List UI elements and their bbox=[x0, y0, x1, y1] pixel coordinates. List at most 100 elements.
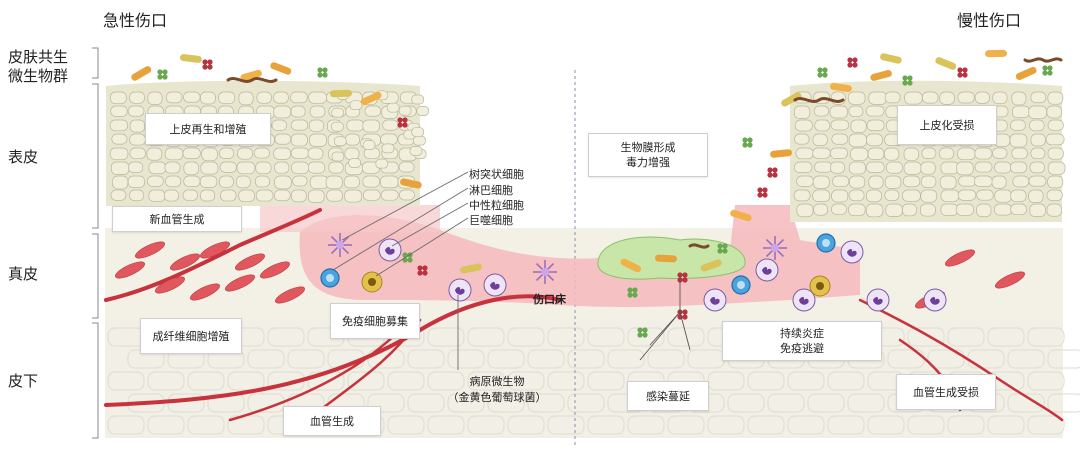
keratinocyte bbox=[325, 175, 343, 190]
fat-cell bbox=[447, 349, 485, 369]
keratinocyte bbox=[328, 161, 344, 174]
keratinocyte bbox=[398, 161, 415, 173]
annotation-line bbox=[341, 171, 469, 241]
fat-cell bbox=[587, 327, 625, 347]
keratinocyte bbox=[1011, 105, 1030, 119]
keratinocyte bbox=[109, 91, 127, 105]
rod-bacterium bbox=[654, 254, 677, 263]
keratinocyte bbox=[903, 161, 922, 175]
fat-cell bbox=[627, 415, 665, 435]
keratinocyte bbox=[813, 105, 830, 117]
epithelialization-impaired-box: 上皮化受损 bbox=[897, 105, 997, 145]
keratinocyte bbox=[254, 175, 271, 188]
fat-cell bbox=[987, 327, 1025, 347]
keratinocyte bbox=[848, 105, 864, 117]
keratinocyte bbox=[814, 119, 831, 132]
keratinocyte bbox=[273, 105, 292, 119]
keratinocyte bbox=[309, 175, 329, 189]
coccus bbox=[422, 270, 428, 276]
fat-cell bbox=[107, 415, 145, 435]
coccus bbox=[397, 117, 403, 123]
keratinocyte-loose bbox=[331, 107, 344, 118]
fat-cell bbox=[247, 349, 285, 369]
keratinocyte bbox=[866, 133, 883, 147]
keratinocyte bbox=[273, 91, 289, 104]
keratinocyte bbox=[219, 175, 234, 188]
keratinocyte bbox=[110, 189, 127, 201]
fat-cell bbox=[467, 327, 505, 347]
annotation-line bbox=[332, 187, 469, 271]
fat-cell bbox=[407, 393, 445, 413]
lymphocyte-nucleus bbox=[326, 274, 334, 282]
fat-cell bbox=[1047, 349, 1080, 369]
keratinocyte bbox=[290, 105, 306, 118]
keratinocyte bbox=[274, 161, 290, 174]
neutrophil-nucleus bbox=[385, 247, 395, 255]
coccus bbox=[677, 272, 683, 278]
keratinocyte bbox=[830, 119, 850, 131]
fibroblast bbox=[115, 261, 145, 279]
coccus bbox=[402, 252, 408, 258]
macrophage-nucleus bbox=[816, 282, 824, 290]
rod-bacterium bbox=[985, 49, 1008, 58]
fat-cell bbox=[367, 393, 405, 413]
fat-cell bbox=[547, 415, 585, 435]
keratinocyte bbox=[129, 119, 146, 133]
keratinocyte bbox=[164, 147, 184, 161]
fat-cell bbox=[647, 349, 685, 369]
fat-cell bbox=[907, 415, 945, 435]
keratinocyte bbox=[237, 147, 253, 160]
keratinocyte bbox=[1029, 161, 1045, 174]
microbiota-label-line2: 微生物群 bbox=[8, 67, 69, 85]
keratinocyte bbox=[326, 189, 344, 202]
keratinocyte bbox=[112, 175, 129, 190]
keratinocyte bbox=[920, 189, 938, 203]
fat-cell bbox=[487, 349, 525, 369]
keratinocyte bbox=[904, 91, 923, 105]
microbes bbox=[131, 49, 1063, 338]
keratinocyte bbox=[309, 133, 327, 147]
fat-cell bbox=[987, 415, 1025, 435]
keratinocyte bbox=[794, 133, 810, 145]
filamentous-microbe bbox=[793, 97, 845, 103]
keratinocyte bbox=[1010, 161, 1028, 174]
keratinocyte bbox=[812, 175, 830, 189]
fat-cell bbox=[587, 371, 625, 391]
keratinocyte bbox=[129, 189, 145, 202]
keratinocyte bbox=[220, 189, 237, 202]
keratinocyte-loose bbox=[409, 146, 423, 156]
keratinocyte bbox=[309, 105, 326, 118]
fibroblast bbox=[190, 283, 220, 301]
keratinocyte bbox=[1046, 105, 1062, 119]
keratinocyte bbox=[940, 189, 960, 202]
fibroblast bbox=[225, 274, 255, 292]
keratinocyte bbox=[200, 91, 216, 105]
lymphocyte-nucleus bbox=[737, 281, 745, 289]
keratinocyte bbox=[812, 133, 828, 147]
fat-cell bbox=[1007, 393, 1045, 413]
keratinocyte bbox=[147, 175, 164, 187]
keratinocyte bbox=[273, 147, 291, 160]
filamentous-microbe bbox=[226, 77, 278, 83]
layer-bracket bbox=[92, 233, 99, 319]
keratinocyte bbox=[362, 119, 381, 133]
keratinocyte bbox=[794, 161, 813, 174]
fat-cell bbox=[787, 415, 825, 435]
keratinocyte bbox=[200, 161, 219, 175]
coccus bbox=[627, 287, 633, 293]
keratinocyte-loose bbox=[413, 135, 426, 146]
fat-cell bbox=[747, 415, 785, 435]
keratinocyte bbox=[1012, 175, 1030, 188]
neutrophil-nucleus bbox=[490, 282, 500, 290]
keratinocyte bbox=[1030, 147, 1046, 160]
keratinocyte bbox=[343, 175, 360, 189]
rod-bacterium bbox=[730, 209, 752, 222]
keratinocyte bbox=[902, 175, 921, 188]
keratinocyte bbox=[253, 147, 270, 159]
fat-cell bbox=[387, 415, 425, 435]
keratinocyte bbox=[109, 147, 129, 160]
keratinocyte bbox=[238, 91, 254, 106]
keratinocyte bbox=[344, 147, 360, 160]
coccus bbox=[962, 72, 968, 78]
coccus bbox=[747, 142, 753, 148]
